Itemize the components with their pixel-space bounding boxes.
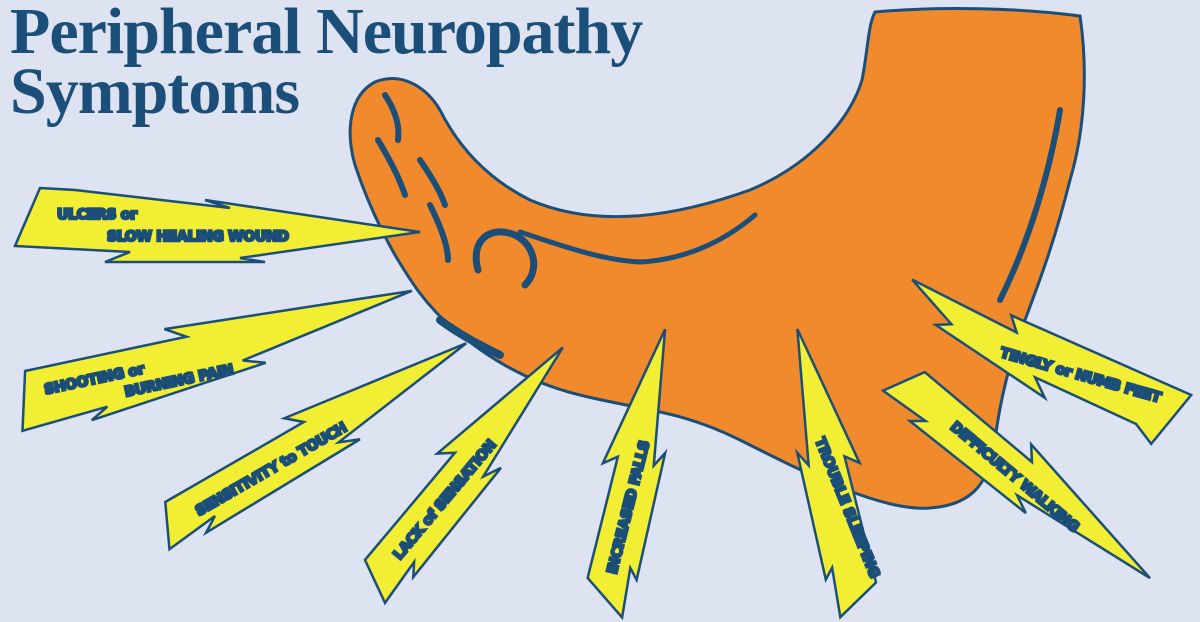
ankle-line xyxy=(997,107,1063,303)
bolt-ulcers: ULCERS or SLOW HEALING WOUND xyxy=(13,186,421,264)
foot-top-line xyxy=(517,212,758,265)
title-line2: Symptoms xyxy=(10,55,300,128)
sensitivity-label: SENSITIVITY to TOUCH xyxy=(193,420,350,520)
toe-crease-2 xyxy=(375,137,408,198)
ulcers-line2-label: SLOW HEALING WOUND xyxy=(107,229,289,245)
bolt-sleeping xyxy=(794,328,878,620)
toe-crease-3 xyxy=(417,157,448,208)
sole-shadow xyxy=(436,316,504,359)
big-toe-outline xyxy=(472,228,538,289)
lack-label: LACK of SENSATION xyxy=(391,437,500,563)
title-line1: Peripheral Neuropathy xyxy=(10,0,643,68)
ulcers-line1-label: ULCERS or xyxy=(57,207,137,223)
toe-crease-1 xyxy=(382,92,402,143)
toe-crease-4 xyxy=(427,202,451,263)
page-title: Peripheral Neuropathy Symptoms xyxy=(10,0,643,128)
